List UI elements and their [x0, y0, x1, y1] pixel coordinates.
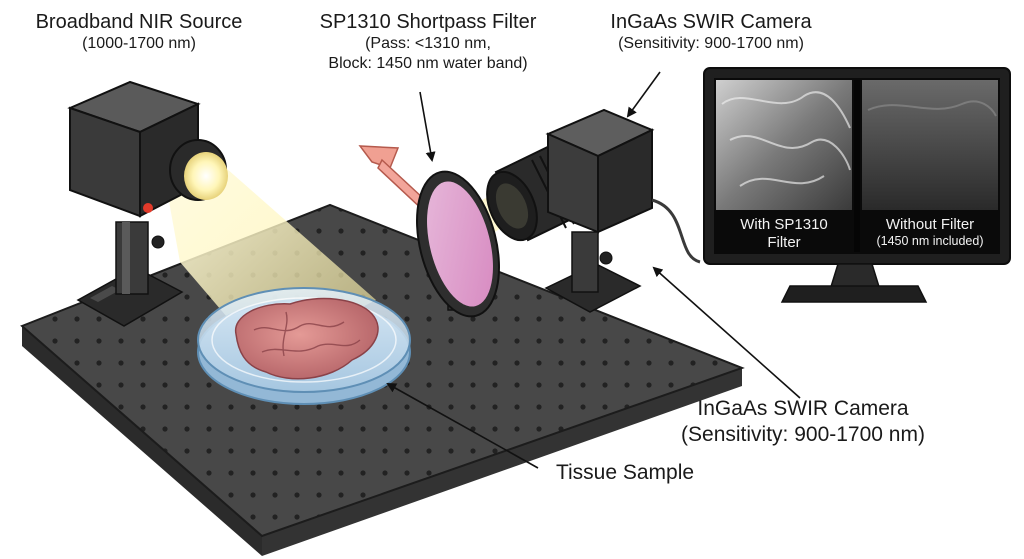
sample-label: Tissue Sample — [540, 460, 710, 486]
camera-bottom-sensitivity: (Sensitivity: 900-1700 nm) — [681, 422, 925, 446]
left-image-caption: With SP1310 Filter — [716, 216, 852, 251]
source-title: Broadband NIR Source — [35, 11, 243, 33]
camera-top-title: InGaAs SWIR Camera — [610, 11, 812, 33]
sample-title: Tissue Sample — [555, 461, 695, 484]
filter-label: SP1310 Shortpass Filter (Pass: <1310 nm,… — [290, 10, 566, 73]
image-with-filter — [716, 80, 852, 210]
power-led-icon — [143, 203, 153, 213]
leader-arrows — [386, 71, 801, 469]
camera-label-bottom: InGaAs SWIR Camera (Sensitivity: 900-170… — [662, 396, 944, 447]
image-without-filter — [862, 80, 998, 210]
camera-cable — [651, 198, 701, 264]
left-caption-line1: With SP1310 — [740, 216, 828, 233]
swir-camera — [545, 108, 655, 234]
source-label: Broadband NIR Source (1000-1700 nm) — [2, 10, 276, 54]
camera-mount — [544, 231, 642, 313]
source-range: (1000-1700 nm) — [82, 35, 196, 53]
camera-bottom-title: InGaAs SWIR Camera — [697, 397, 909, 420]
left-caption-line2: Filter — [767, 233, 801, 251]
right-image-caption: Without Filter (1450 nm included) — [862, 216, 998, 248]
filter-pass: (Pass: <1310 nm, — [365, 35, 491, 53]
filter-block: Block: 1450 nm water band) — [328, 54, 528, 72]
camera-top-sensitivity: (Sensitivity: 900-1700 nm) — [618, 35, 804, 53]
monitor — [703, 67, 1011, 303]
nir-source — [67, 80, 228, 218]
camera-label-top: InGaAs SWIR Camera (Sensitivity: 900-170… — [576, 10, 846, 54]
sp1310-filter — [416, 170, 500, 318]
right-caption-line1: Without Filter — [885, 216, 975, 233]
filter-title: SP1310 Shortpass Filter — [319, 11, 537, 33]
source-mount — [76, 221, 184, 327]
tissue-sample — [235, 297, 379, 380]
right-caption-line2: (1450 nm included) — [876, 233, 984, 248]
lamp-aperture-icon — [184, 152, 228, 200]
